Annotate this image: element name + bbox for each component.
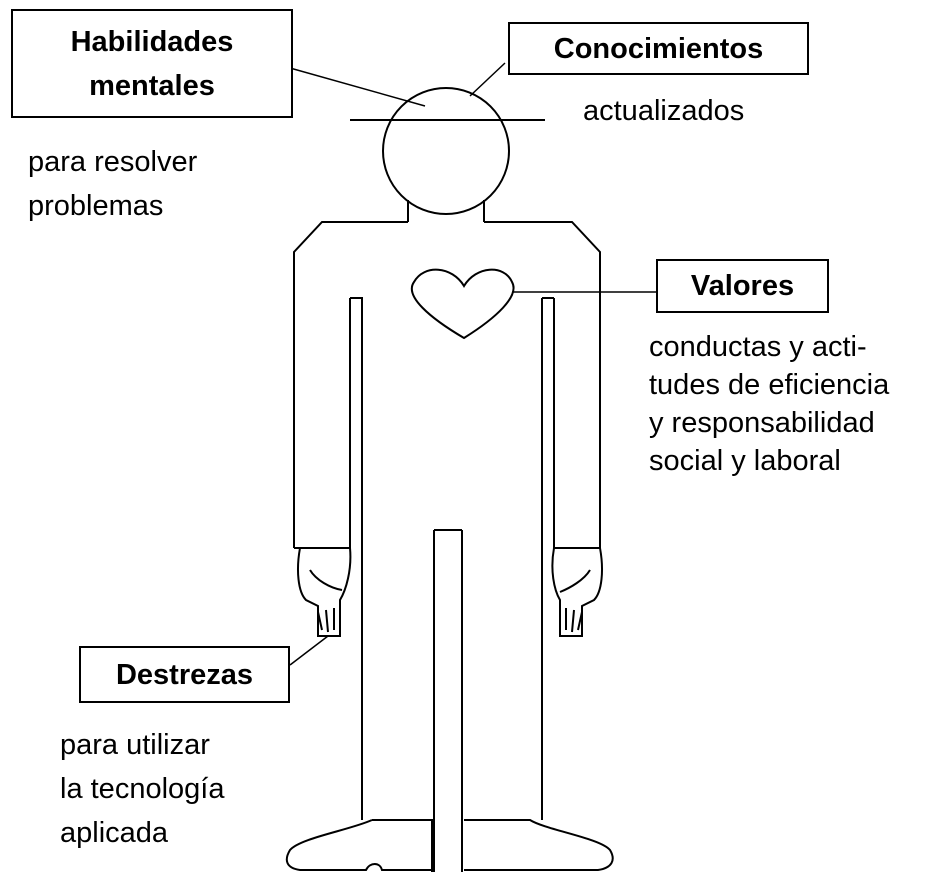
valores-desc-line-3: y responsabilidad: [649, 407, 875, 439]
left-shoe: [285, 819, 433, 872]
left-hand: [297, 547, 352, 637]
heart-icon: [411, 268, 515, 340]
destrezas-description: para utilizar la tecnología aplicada: [60, 723, 224, 855]
habilidades-title-line-2: mentales: [89, 69, 215, 102]
valores-desc-line-1: conductas y acti-: [649, 331, 867, 363]
connector-habilidades: [289, 67, 426, 107]
habilidades-desc-line-2: problemas: [28, 190, 164, 222]
valores-box: Valores: [656, 259, 829, 313]
connector-conocimientos: [469, 62, 506, 97]
head-shape: [382, 87, 510, 215]
neck-shape: [407, 200, 485, 222]
body-outline: [293, 221, 601, 872]
habilidades-description: para resolver problemas: [28, 140, 197, 228]
valores-description: conductas y acti- tudes de eficiencia y …: [649, 328, 889, 480]
conocimientos-title: Conocimientos: [553, 32, 764, 65]
right-hand: [551, 547, 603, 637]
habilidades-desc-line-1: para resolver: [28, 146, 198, 178]
right-shoe: [464, 819, 614, 871]
habilidades-box: Habilidades mentales: [11, 9, 293, 118]
connector-destrezas: [289, 635, 329, 666]
valores-title: Valores: [690, 270, 795, 302]
conocimientos-description: actualizados: [583, 89, 744, 133]
destrezas-desc-line-3: aplicada: [60, 817, 169, 849]
destrezas-desc-line-1: para utilizar: [60, 729, 210, 761]
conocimientos-box: Conocimientos: [508, 22, 809, 75]
conocimientos-desc-line-1: actualizados: [583, 95, 745, 127]
valores-desc-line-2: tudes de eficiencia: [649, 369, 890, 401]
destrezas-box: Destrezas: [79, 646, 290, 703]
destrezas-desc-line-2: la tecnología: [60, 773, 225, 805]
valores-desc-line-4: social y laboral: [649, 445, 841, 477]
destrezas-title: Destrezas: [115, 658, 254, 691]
habilidades-title-line-1: Habilidades: [70, 25, 234, 58]
